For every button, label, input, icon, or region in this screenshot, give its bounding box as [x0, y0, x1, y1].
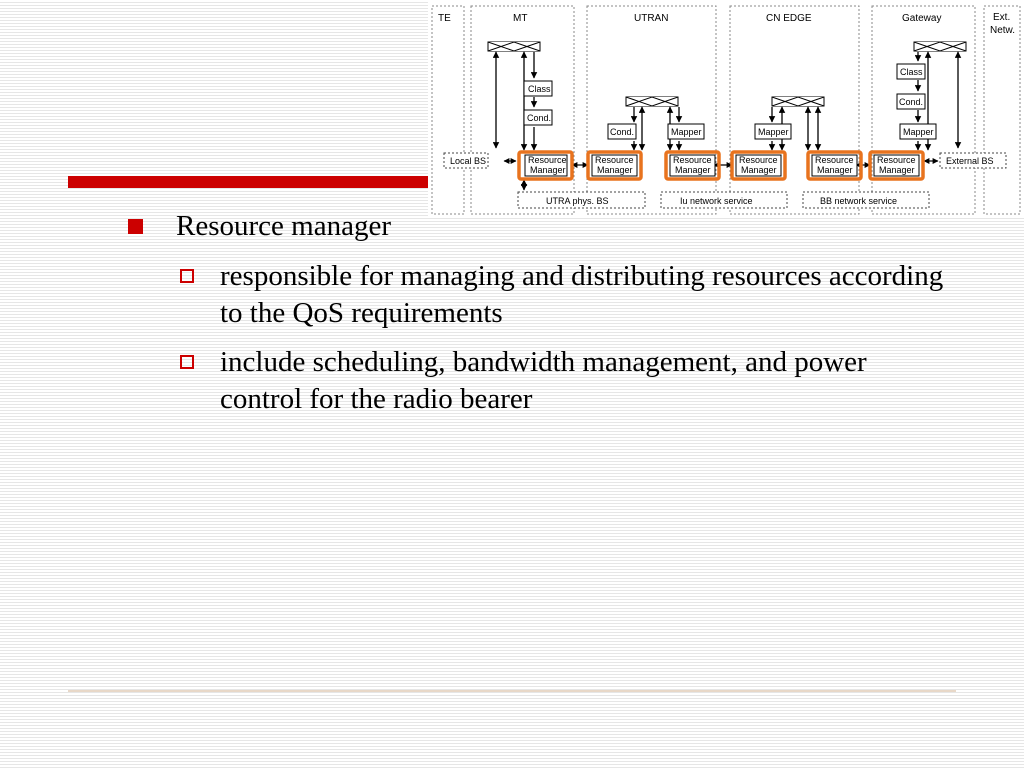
domain-te-box [431, 5, 465, 215]
footer-divider [68, 690, 956, 692]
svg-text:Resource: Resource [595, 155, 634, 165]
svg-text:Resource: Resource [528, 155, 567, 165]
gateway-translator [913, 41, 967, 52]
utran-mapper-box [667, 123, 705, 140]
local-bs-box [443, 152, 489, 169]
gateway-mapper-label: Mapper [903, 127, 934, 137]
utra-phys-bs-box [517, 191, 646, 209]
qos-architecture-diagram: TE MT UTRAN CN EDGE Gateway Ext. Netw. [428, 0, 1024, 216]
domain-label-gateway: Gateway [902, 13, 941, 24]
resource-manager-cnedge-1: Resource Manager [730, 150, 787, 181]
external-bs-label: External BS [946, 156, 994, 166]
iu-network-service-label: Iu network service [680, 196, 753, 206]
domain-label-netw: Netw. [990, 25, 1015, 36]
content-bullets: Resource manager responsible for managin… [128, 206, 948, 418]
hollow-square-bullet-icon [180, 355, 194, 369]
resource-manager-gateway: Resource Manager [868, 150, 925, 181]
cnedge-mapper-box [754, 123, 792, 140]
mt-cond-box [523, 109, 553, 126]
sub-bullet-2: include scheduling, bandwidth management… [180, 344, 948, 418]
svg-text:Resource: Resource [815, 155, 854, 165]
bb-network-service-label: BB network service [820, 196, 897, 206]
gateway-class-label: Class [900, 67, 923, 77]
bullet-resource-manager: Resource manager [128, 206, 948, 246]
svg-text:Resource: Resource [877, 155, 916, 165]
svg-text:Manager: Manager [675, 165, 711, 175]
domain-utran-box [586, 5, 717, 215]
domain-cnedge-box [729, 5, 860, 215]
utran-cond-label: Cond. [610, 127, 634, 137]
utran-translator [625, 96, 679, 107]
mt-translator [487, 41, 541, 52]
sub-bullet-1: responsible for managing and distributin… [180, 258, 948, 332]
gateway-class-box [896, 63, 926, 80]
sub-bullet-text: include scheduling, bandwidth management… [220, 346, 867, 415]
external-bs-box [939, 152, 1007, 169]
filled-square-bullet-icon [128, 219, 143, 234]
utran-cond-box [607, 123, 637, 140]
resource-manager-mt: Resource Manager [517, 150, 574, 181]
svg-text:Manager: Manager [817, 165, 853, 175]
gateway-cond-label: Cond. [899, 97, 923, 107]
bullet-text: Resource manager [176, 210, 391, 242]
domain-label-mt: MT [513, 13, 527, 24]
domain-label-cnedge: CN EDGE [766, 13, 812, 24]
resource-manager-utran-1: Resource Manager [586, 150, 643, 181]
gateway-cond-box [896, 93, 926, 110]
hollow-square-bullet-icon [180, 269, 194, 283]
local-bs-label: Local BS [450, 156, 486, 166]
svg-text:Resource: Resource [739, 155, 778, 165]
domain-label-ext: Ext. [993, 12, 1010, 23]
domain-label-utran: UTRAN [634, 13, 668, 24]
mt-cond-label: Cond. [527, 113, 551, 123]
title-accent-bar [68, 176, 448, 188]
mt-class-box [523, 80, 553, 97]
svg-text:Manager: Manager [530, 165, 566, 175]
resource-manager-cnedge-2: Resource Manager [806, 150, 863, 181]
svg-text:Manager: Manager [741, 165, 777, 175]
domain-gateway-box [871, 5, 976, 215]
gateway-mapper-box [899, 123, 937, 140]
svg-text:Manager: Manager [597, 165, 633, 175]
domain-mt-box [470, 5, 575, 215]
iu-network-service-box [660, 191, 788, 209]
cnedge-mapper-label: Mapper [758, 127, 789, 137]
domain-extnetw-box [983, 5, 1021, 215]
resource-manager-utran-2: Resource Manager [664, 150, 721, 181]
bb-network-service-box [802, 191, 930, 209]
diagram-svg: TE MT UTRAN CN EDGE Gateway Ext. Netw. [431, 5, 1021, 215]
sub-bullet-text: responsible for managing and distributin… [220, 260, 944, 329]
cnedge-translator [771, 96, 825, 107]
utra-phys-bs-label: UTRA phys. BS [546, 196, 609, 206]
svg-text:Manager: Manager [879, 165, 915, 175]
utran-mapper-label: Mapper [671, 127, 702, 137]
svg-text:Resource: Resource [673, 155, 712, 165]
mt-class-label: Class [528, 84, 551, 94]
domain-label-te: TE [438, 13, 451, 24]
